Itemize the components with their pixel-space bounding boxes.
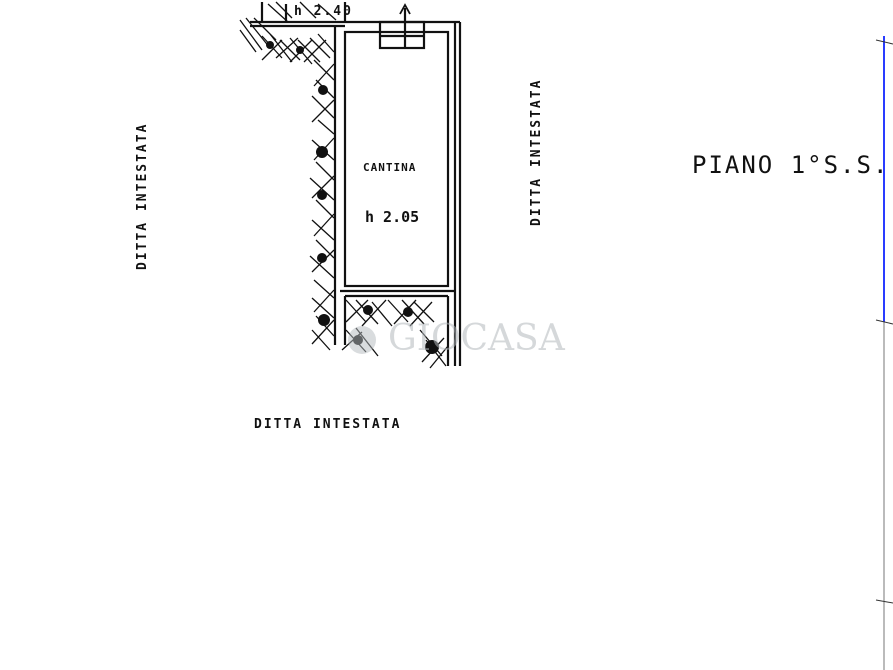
frame-edge <box>875 36 893 670</box>
top-fragment-height: h 2.40 <box>294 4 353 19</box>
neighbor-left-label: DITTA INTESTATA <box>135 123 150 270</box>
hatching <box>239 1 449 369</box>
floor-label: PIANO 1°S.S. <box>692 151 889 179</box>
neighbor-right-label: DITTA INTESTATA <box>529 79 544 226</box>
neighbor-bottom-label: DITTA INTESTATA <box>254 417 401 432</box>
watermark-logo-icon <box>348 326 376 354</box>
room-height: h 2.05 <box>365 208 419 226</box>
walls <box>250 2 462 366</box>
room-name: CANTINA <box>363 161 416 174</box>
watermark: GIOCASA <box>388 318 566 359</box>
